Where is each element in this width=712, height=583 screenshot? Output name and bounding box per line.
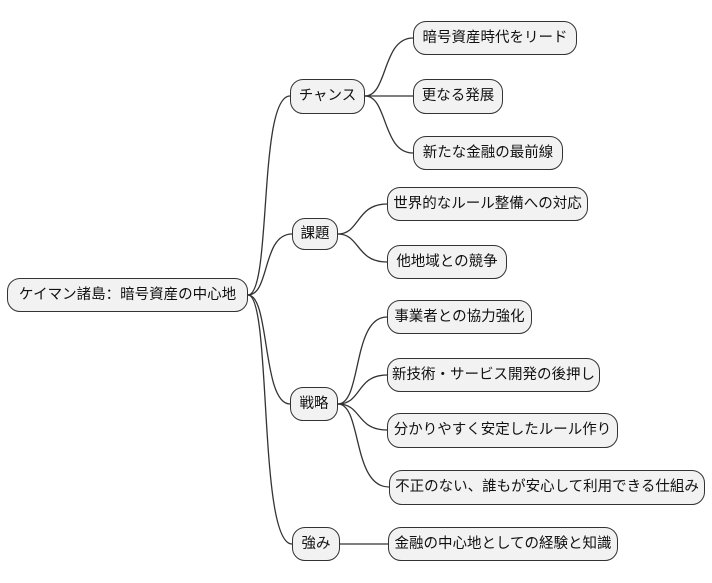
- node-root: ケイマン諸島：暗号資産の中心地: [7, 278, 248, 312]
- node-branch-chance: チャンス: [290, 79, 365, 114]
- edge-senryaku-to-leaf4: [337, 403, 390, 488]
- edge-root-to-kadai: [247, 233, 293, 296]
- node-leaf-chance-1: 暗号資産時代をリード: [413, 21, 577, 55]
- node-leaf-senryaku-2: 新技術・サービス開発の後押し: [387, 358, 600, 392]
- node-branch-tsuyomi: 強み: [292, 527, 340, 561]
- edge-chance-to-leaf1: [364, 37, 414, 97]
- edge-kadai-to-leaf2: [337, 233, 388, 263]
- node-leaf-senryaku-1: 事業者との協力強化: [387, 300, 532, 334]
- node-leaf-kadai-1: 世界的なルール整備への対応: [387, 187, 588, 221]
- node-branch-kadai: 課題: [292, 218, 338, 250]
- node-leaf-chance-3: 新たな金融の最前線: [413, 136, 563, 170]
- edge-senryaku-to-leaf2: [337, 374, 388, 405]
- edge-chance-to-leaf3: [364, 95, 414, 154]
- node-leaf-tsuyomi-1: 金融の中心地としての経験と知識: [388, 527, 618, 561]
- node-leaf-chance-2: 更なる発展: [413, 79, 503, 114]
- edge-kadai-to-leaf1: [337, 203, 388, 235]
- node-leaf-kadai-2: 他地域との競争: [387, 245, 507, 279]
- edge-senryaku-to-leaf1: [337, 316, 388, 405]
- node-leaf-senryaku-3: 分かりやすく安定したルール作り: [387, 413, 618, 448]
- node-branch-senryaku: 戦略: [290, 387, 338, 421]
- edge-senryaku-to-leaf3: [337, 403, 388, 431]
- node-leaf-senryaku-4: 不正のない、誰もが安心して利用できる仕組み: [389, 470, 705, 505]
- edge-root-to-chance: [247, 95, 291, 296]
- edge-root-to-senryaku: [247, 294, 291, 405]
- edge-root-to-tsuyomi: [247, 294, 293, 545]
